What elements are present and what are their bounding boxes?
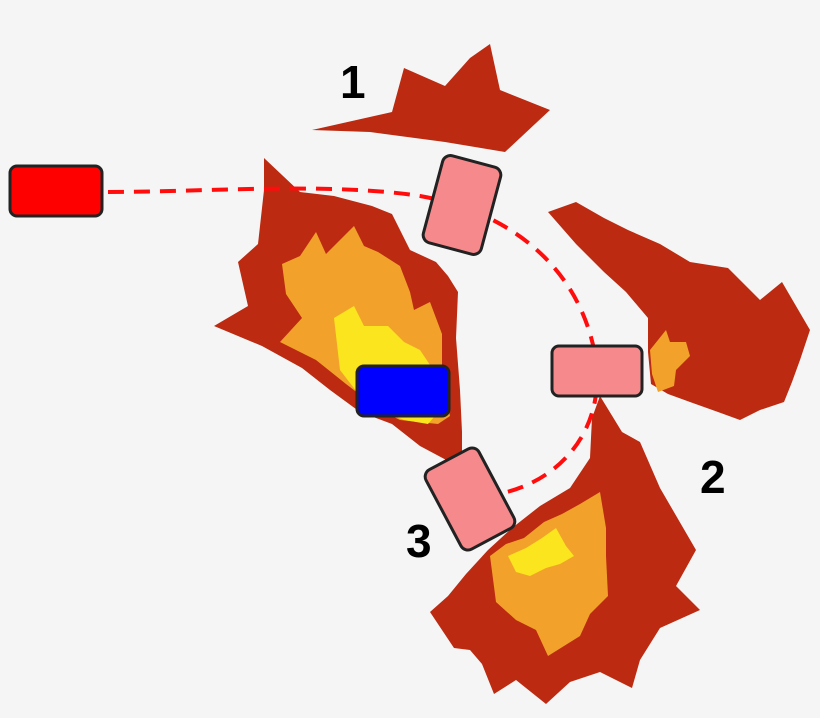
burst-1-outer xyxy=(312,44,550,152)
burst-3-mid xyxy=(490,492,608,656)
burst-2-icon xyxy=(548,202,810,420)
ghost-vehicle-2-icon xyxy=(550,344,644,398)
label-2: 2 xyxy=(700,451,726,503)
burst-2-outer xyxy=(548,202,810,420)
ghost-vehicle-1-icon xyxy=(421,154,503,256)
burst-2-mid xyxy=(650,330,690,392)
burst-1-icon xyxy=(312,44,550,152)
burst-3-core xyxy=(508,528,574,576)
blue-vehicle-icon xyxy=(355,364,451,418)
red-vehicle-icon xyxy=(8,164,104,218)
label-1: 1 xyxy=(340,56,366,108)
label-3: 3 xyxy=(406,515,432,567)
trajectory-path xyxy=(107,186,600,496)
burst-3-icon xyxy=(430,396,700,704)
ghost-vehicle-3-icon xyxy=(423,446,517,552)
